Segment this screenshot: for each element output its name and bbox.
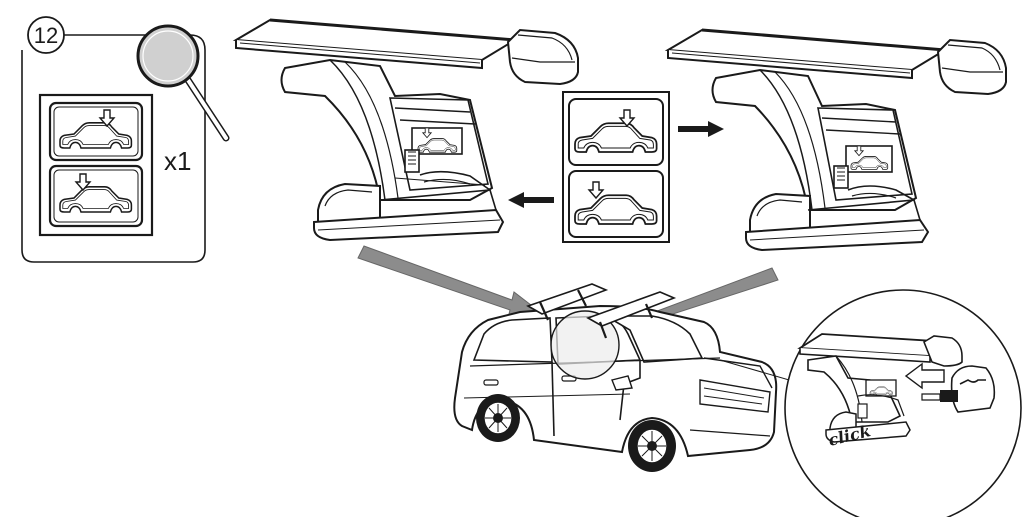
insert-arrow-icon <box>904 362 945 390</box>
roof-rack-foot-right <box>664 28 1007 252</box>
step-number-badge: 12 <box>27 16 65 54</box>
roof-bars <box>526 283 677 339</box>
arrow-to-car-left <box>357 245 542 319</box>
car-sticker-icon <box>568 170 664 238</box>
roof-rack-foot-left <box>232 18 579 242</box>
car-sticker-icon <box>48 101 144 162</box>
sticker-position-panel <box>562 91 670 243</box>
car-sticker-icon <box>48 164 144 228</box>
quantity-label: x1 <box>164 146 191 176</box>
step-number: 12 <box>34 23 58 48</box>
magnifier-icon <box>136 24 230 142</box>
end-cover-piece <box>921 365 996 413</box>
wheel-front <box>628 420 676 472</box>
car-illustration <box>453 283 797 472</box>
wheel-rear <box>476 394 520 442</box>
arrow-left-icon <box>508 192 554 208</box>
arrow-right-icon <box>678 121 724 137</box>
sticker-sheet <box>38 93 154 237</box>
step-panel: 12 x1 <box>21 16 230 263</box>
detail-callout: click <box>784 289 1022 517</box>
car-sticker-icon <box>568 98 664 166</box>
